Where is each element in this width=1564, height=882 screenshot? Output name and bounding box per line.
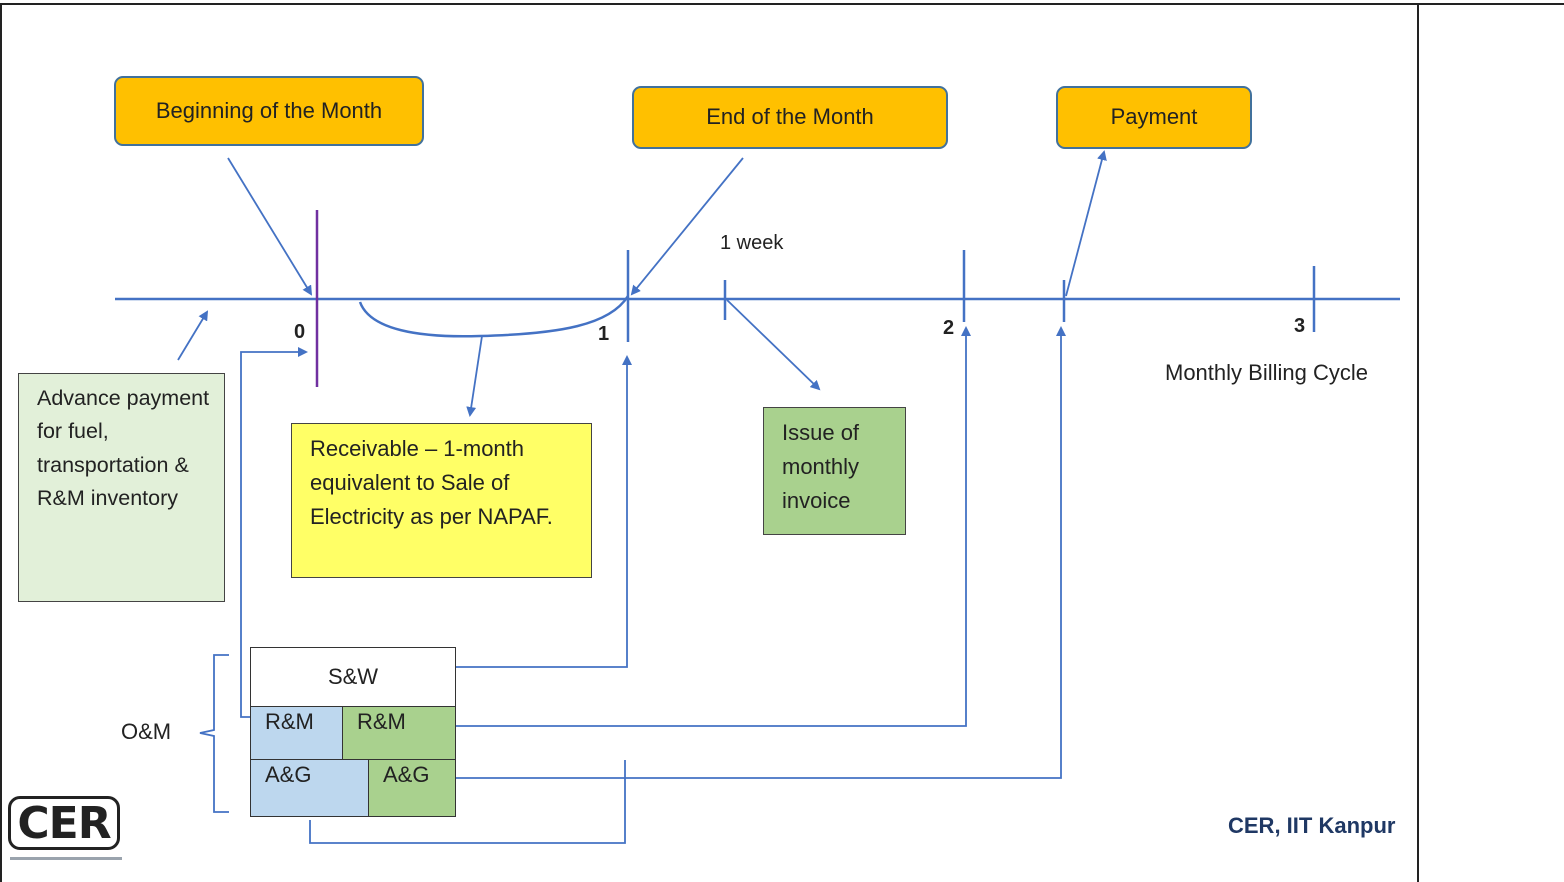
cer-logo-mark: CER	[8, 796, 120, 850]
om-brace	[199, 654, 229, 813]
timeline-mark-2: 2	[943, 317, 955, 339]
arrow-payment	[1065, 150, 1107, 297]
callout-beginning-label: Beginning of the Month	[155, 97, 383, 123]
frame-top-border	[0, 3, 1564, 5]
callout-end-of-month: End of the Month	[632, 86, 948, 149]
timeline-mark-3: 3	[1294, 315, 1306, 337]
frame-left-border	[0, 3, 2, 882]
frame-right-divider	[1417, 3, 1419, 882]
note-invoice: Issue of monthly invoice	[763, 407, 906, 535]
om-cell-rm-left: R&M	[250, 706, 343, 760]
note-advance-payment: Advance payment for fuel, transportation…	[18, 373, 225, 602]
credit-text: CER, IIT Kanpur	[1228, 813, 1396, 838]
arrow-receivable	[466, 335, 483, 417]
note-receivable-text: Receivable – 1-month equivalent to Sale …	[310, 436, 553, 530]
arrow-rm-to-2	[456, 326, 971, 727]
week-label: 1 week	[720, 232, 784, 254]
arrow-sw-to-1	[456, 355, 632, 668]
timeline-mark-0: 0	[294, 321, 306, 343]
callout-beginning-of-month: Beginning of the Month	[114, 76, 424, 146]
callout-end-label: End of the Month	[706, 104, 874, 130]
arrow-rm-to-0	[240, 347, 308, 718]
timeline-mark-1: 1	[598, 323, 610, 345]
ag-bottom-link	[309, 760, 626, 844]
om-cell-sw: S&W	[250, 647, 456, 707]
arrow-end	[630, 157, 744, 296]
arrow-ag-to-payment	[456, 326, 1066, 779]
cer-logo-tagline-bar	[10, 857, 122, 860]
arrow-beginning	[227, 157, 313, 296]
receivable-curve	[358, 295, 630, 338]
note-advance-text: Advance payment for fuel, transportation…	[37, 386, 210, 510]
om-label: O&M	[121, 719, 172, 744]
om-cell-ag-left: A&G	[250, 759, 369, 817]
arrow-invoice	[726, 299, 821, 391]
billing-cycle-label: Monthly Billing Cycle	[1165, 360, 1368, 385]
callout-payment-label: Payment	[1110, 104, 1198, 130]
om-cell-rm-right: R&M	[342, 706, 456, 760]
callout-payment: Payment	[1056, 86, 1252, 149]
arrow-advance	[177, 310, 209, 361]
note-invoice-text: Issue of monthly invoice	[782, 420, 860, 514]
om-cell-ag-right: A&G	[368, 759, 456, 817]
note-receivable: Receivable – 1-month equivalent to Sale …	[291, 423, 592, 578]
cer-logo: CER	[8, 796, 126, 868]
